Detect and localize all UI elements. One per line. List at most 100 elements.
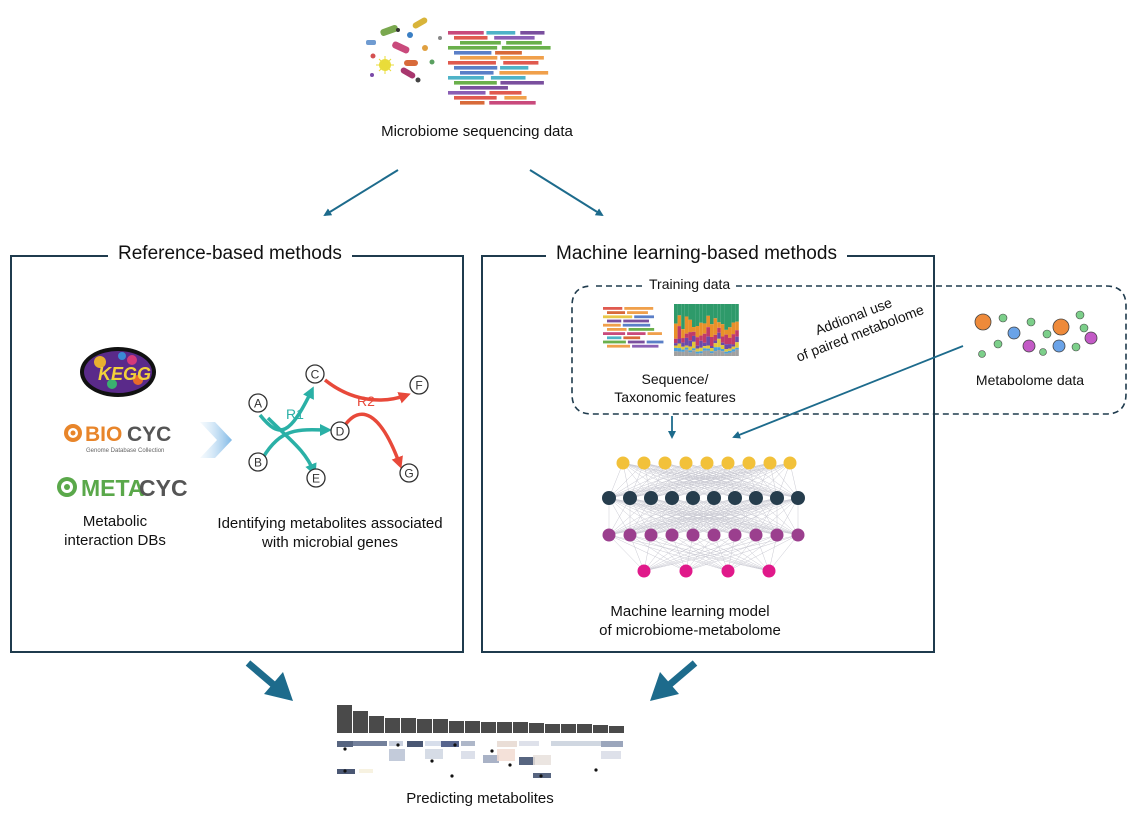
stacked-bar-segment (710, 304, 714, 325)
stacked-bar-segment (684, 349, 689, 356)
stacked-bar-segment (677, 304, 682, 316)
nn-node-layer-2 (791, 491, 805, 505)
stacked-bar-segment (674, 347, 678, 352)
pathway-node-c (305, 364, 325, 384)
predicted-metabolite-bars (337, 705, 624, 733)
stacked-bar-segment (692, 348, 696, 351)
arrow-to-ml (529, 169, 604, 217)
nn-node-layer-2 (686, 491, 700, 505)
sequence-read (454, 81, 497, 85)
stacked-bar-segment (692, 350, 696, 356)
stacked-bar-segment (728, 337, 732, 345)
sequence-read (500, 66, 529, 70)
stacked-bar-segment (717, 327, 721, 333)
stacked-bar-segment (731, 322, 736, 335)
sequence-read (603, 323, 621, 327)
sequence-read (454, 51, 492, 55)
sequence-read (448, 46, 498, 50)
sequence-read (454, 66, 498, 70)
stacked-bar-segment (688, 332, 692, 341)
stacked-bar-segment (706, 350, 710, 356)
nn-node-layer-2 (644, 491, 658, 505)
pathway-node-label: E (312, 472, 320, 486)
svg-text:KEGG: KEGG (98, 364, 151, 384)
stacked-bar-segment (692, 327, 696, 332)
sequencing-reads-illustration (448, 31, 551, 105)
nn-node-layer-4 (637, 564, 651, 578)
heatmap-cell (407, 741, 423, 747)
stacked-bar-segment (731, 346, 736, 350)
stacked-bar-segment (677, 315, 682, 327)
stacked-bar-segment (717, 304, 721, 323)
stacked-bar-segment (713, 340, 718, 344)
stacked-bar-segment (724, 353, 728, 356)
training-data-label: Training data (643, 276, 737, 292)
pathway-node-d (330, 421, 350, 441)
svg-text:Genome Database Collection: Genome Database Collection (86, 448, 164, 454)
prediction-bar (369, 716, 384, 733)
reaction-r2-label: R2 (357, 393, 375, 409)
stacked-bar-segment (684, 304, 689, 317)
sequence-read (607, 311, 626, 314)
stacked-bar-segment (735, 349, 739, 356)
sequence-read (506, 41, 542, 45)
heatmap-cell (497, 749, 515, 761)
sequence-read (489, 91, 522, 95)
stacked-bar-segment (674, 351, 678, 356)
nn-node-layer-1 (637, 456, 651, 470)
stacked-bar-segment (713, 351, 718, 356)
stacked-bar-segment (699, 351, 703, 354)
sequence-read (501, 46, 551, 50)
prediction-bar (561, 724, 576, 733)
sequence-read (623, 336, 641, 340)
nn-node-layer-4 (721, 564, 735, 578)
sequence-read (603, 307, 623, 310)
reaction-r1-label: R1 (286, 406, 304, 422)
stacked-bar-segment (724, 304, 728, 330)
sequence-features-illustration (603, 307, 664, 348)
heatmap-dot (539, 774, 543, 778)
stacked-bar-segment (710, 346, 714, 349)
sequence-read (520, 31, 545, 35)
heatmap-cell (519, 757, 535, 765)
sequence-read (499, 71, 549, 75)
pathway-caption-line2: with microbial genes (262, 534, 398, 551)
stacked-bar-segment (720, 304, 725, 325)
stacked-bar-segment (710, 351, 714, 354)
stacked-bar-segment (702, 304, 707, 324)
sequence-read (622, 323, 651, 327)
nn-node-layer-1 (783, 456, 797, 470)
stacked-bar-segment (713, 304, 718, 319)
stacked-bar-segment (674, 323, 678, 339)
sequence-read (460, 41, 501, 45)
stacked-bar-segment (674, 345, 678, 348)
stacked-bar-segment (677, 326, 682, 339)
stacked-bar-segment (674, 304, 678, 324)
stacked-bar-segment (731, 334, 736, 345)
bottom-left-arrow-icon (245, 660, 293, 701)
stacked-bar-segment (728, 344, 732, 349)
heatmap-cell (601, 751, 621, 759)
stacked-bar-segment (699, 304, 703, 323)
sequence-read (494, 36, 535, 40)
stacked-bar-segment (724, 349, 728, 352)
stacked-bar-segment (695, 337, 700, 346)
stacked-bar-segment (702, 342, 707, 347)
prediction-bar (529, 723, 544, 733)
stacked-bar-segment (677, 351, 682, 356)
stacked-bar-segment (681, 338, 685, 343)
stacked-bar-segment (681, 342, 685, 347)
kegg-logo: KEGG (80, 347, 156, 397)
nn-node-layer-2 (602, 491, 616, 505)
sequence-read (623, 319, 649, 323)
svg-text:CYC: CYC (139, 475, 188, 501)
stacked-bar-segment (710, 324, 714, 337)
nn-node-layer-3 (728, 528, 742, 542)
sequence-read (460, 86, 508, 90)
stacked-bar-segment (681, 349, 685, 352)
nn-node-layer-3 (770, 528, 784, 542)
nn-node-layer-3 (749, 528, 763, 542)
stacked-bar-segment (724, 351, 728, 354)
metabolome-circles-illustration (974, 310, 1098, 358)
nn-node-layer-3 (623, 528, 637, 542)
